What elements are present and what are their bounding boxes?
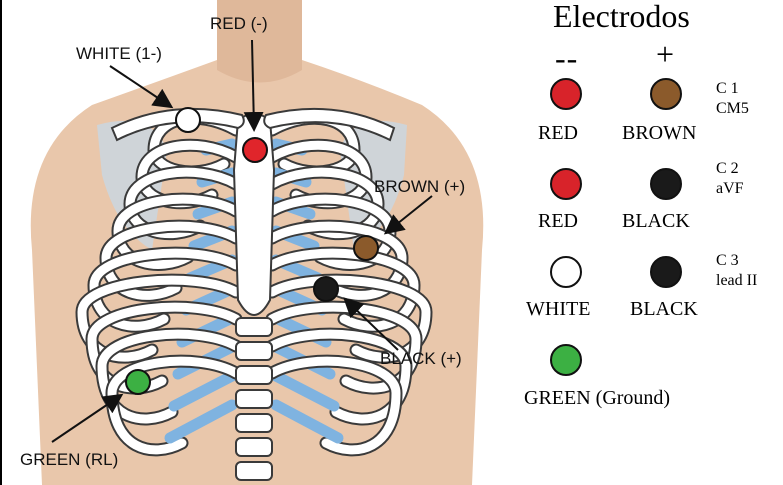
config1-lead-detail: CM5 [716, 100, 749, 118]
electrode-green [126, 370, 150, 394]
neck-shadow [217, 0, 302, 83]
config1-negative-dot [550, 78, 582, 110]
positive-header: + [656, 38, 674, 70]
vertebra [236, 342, 272, 360]
config3-positive-dot [650, 256, 682, 288]
vertebra [236, 390, 272, 408]
vertebra [236, 414, 272, 432]
negative-header: -- [555, 42, 578, 74]
callout-white: WHITE (1-) [76, 44, 162, 64]
ground-dot [550, 344, 582, 376]
electrode-white [176, 108, 200, 132]
config2-positive-dot [650, 168, 682, 200]
ground-label: GREEN (Ground) [524, 387, 670, 410]
config2-lead-name: C 2 [716, 160, 739, 178]
callout-black: BLACK (+) [380, 349, 462, 369]
config3-negative-label: WHITE [526, 298, 590, 321]
config2-negative-label: RED [538, 210, 578, 233]
config1-lead-name: C 1 [716, 80, 739, 98]
callout-green: GREEN (RL) [20, 450, 118, 470]
config3-lead-name: C 3 [716, 252, 739, 270]
config3-lead-detail: lead II [716, 272, 757, 290]
chest-illustration [2, 0, 504, 485]
config1-positive-dot [650, 78, 682, 110]
config1-negative-label: RED [538, 122, 578, 145]
electrode-red [243, 138, 267, 162]
config3-positive-label: BLACK [630, 298, 698, 321]
config3-negative-dot [550, 256, 582, 288]
electrode-black [314, 277, 338, 301]
vertebra [236, 318, 272, 336]
config1-positive-label: BROWN [622, 122, 696, 145]
vertebra [236, 462, 272, 480]
config2-negative-dot [550, 168, 582, 200]
spine [236, 318, 272, 480]
config2-lead-detail: aVF [716, 180, 744, 198]
legend-title: Electrodos [553, 0, 690, 35]
callout-red: RED (-) [210, 14, 268, 34]
callout-brown: BROWN (+) [374, 177, 465, 197]
vertebra [236, 366, 272, 384]
electrode-brown [354, 236, 378, 260]
vertebra [236, 438, 272, 456]
config2-positive-label: BLACK [622, 210, 690, 233]
